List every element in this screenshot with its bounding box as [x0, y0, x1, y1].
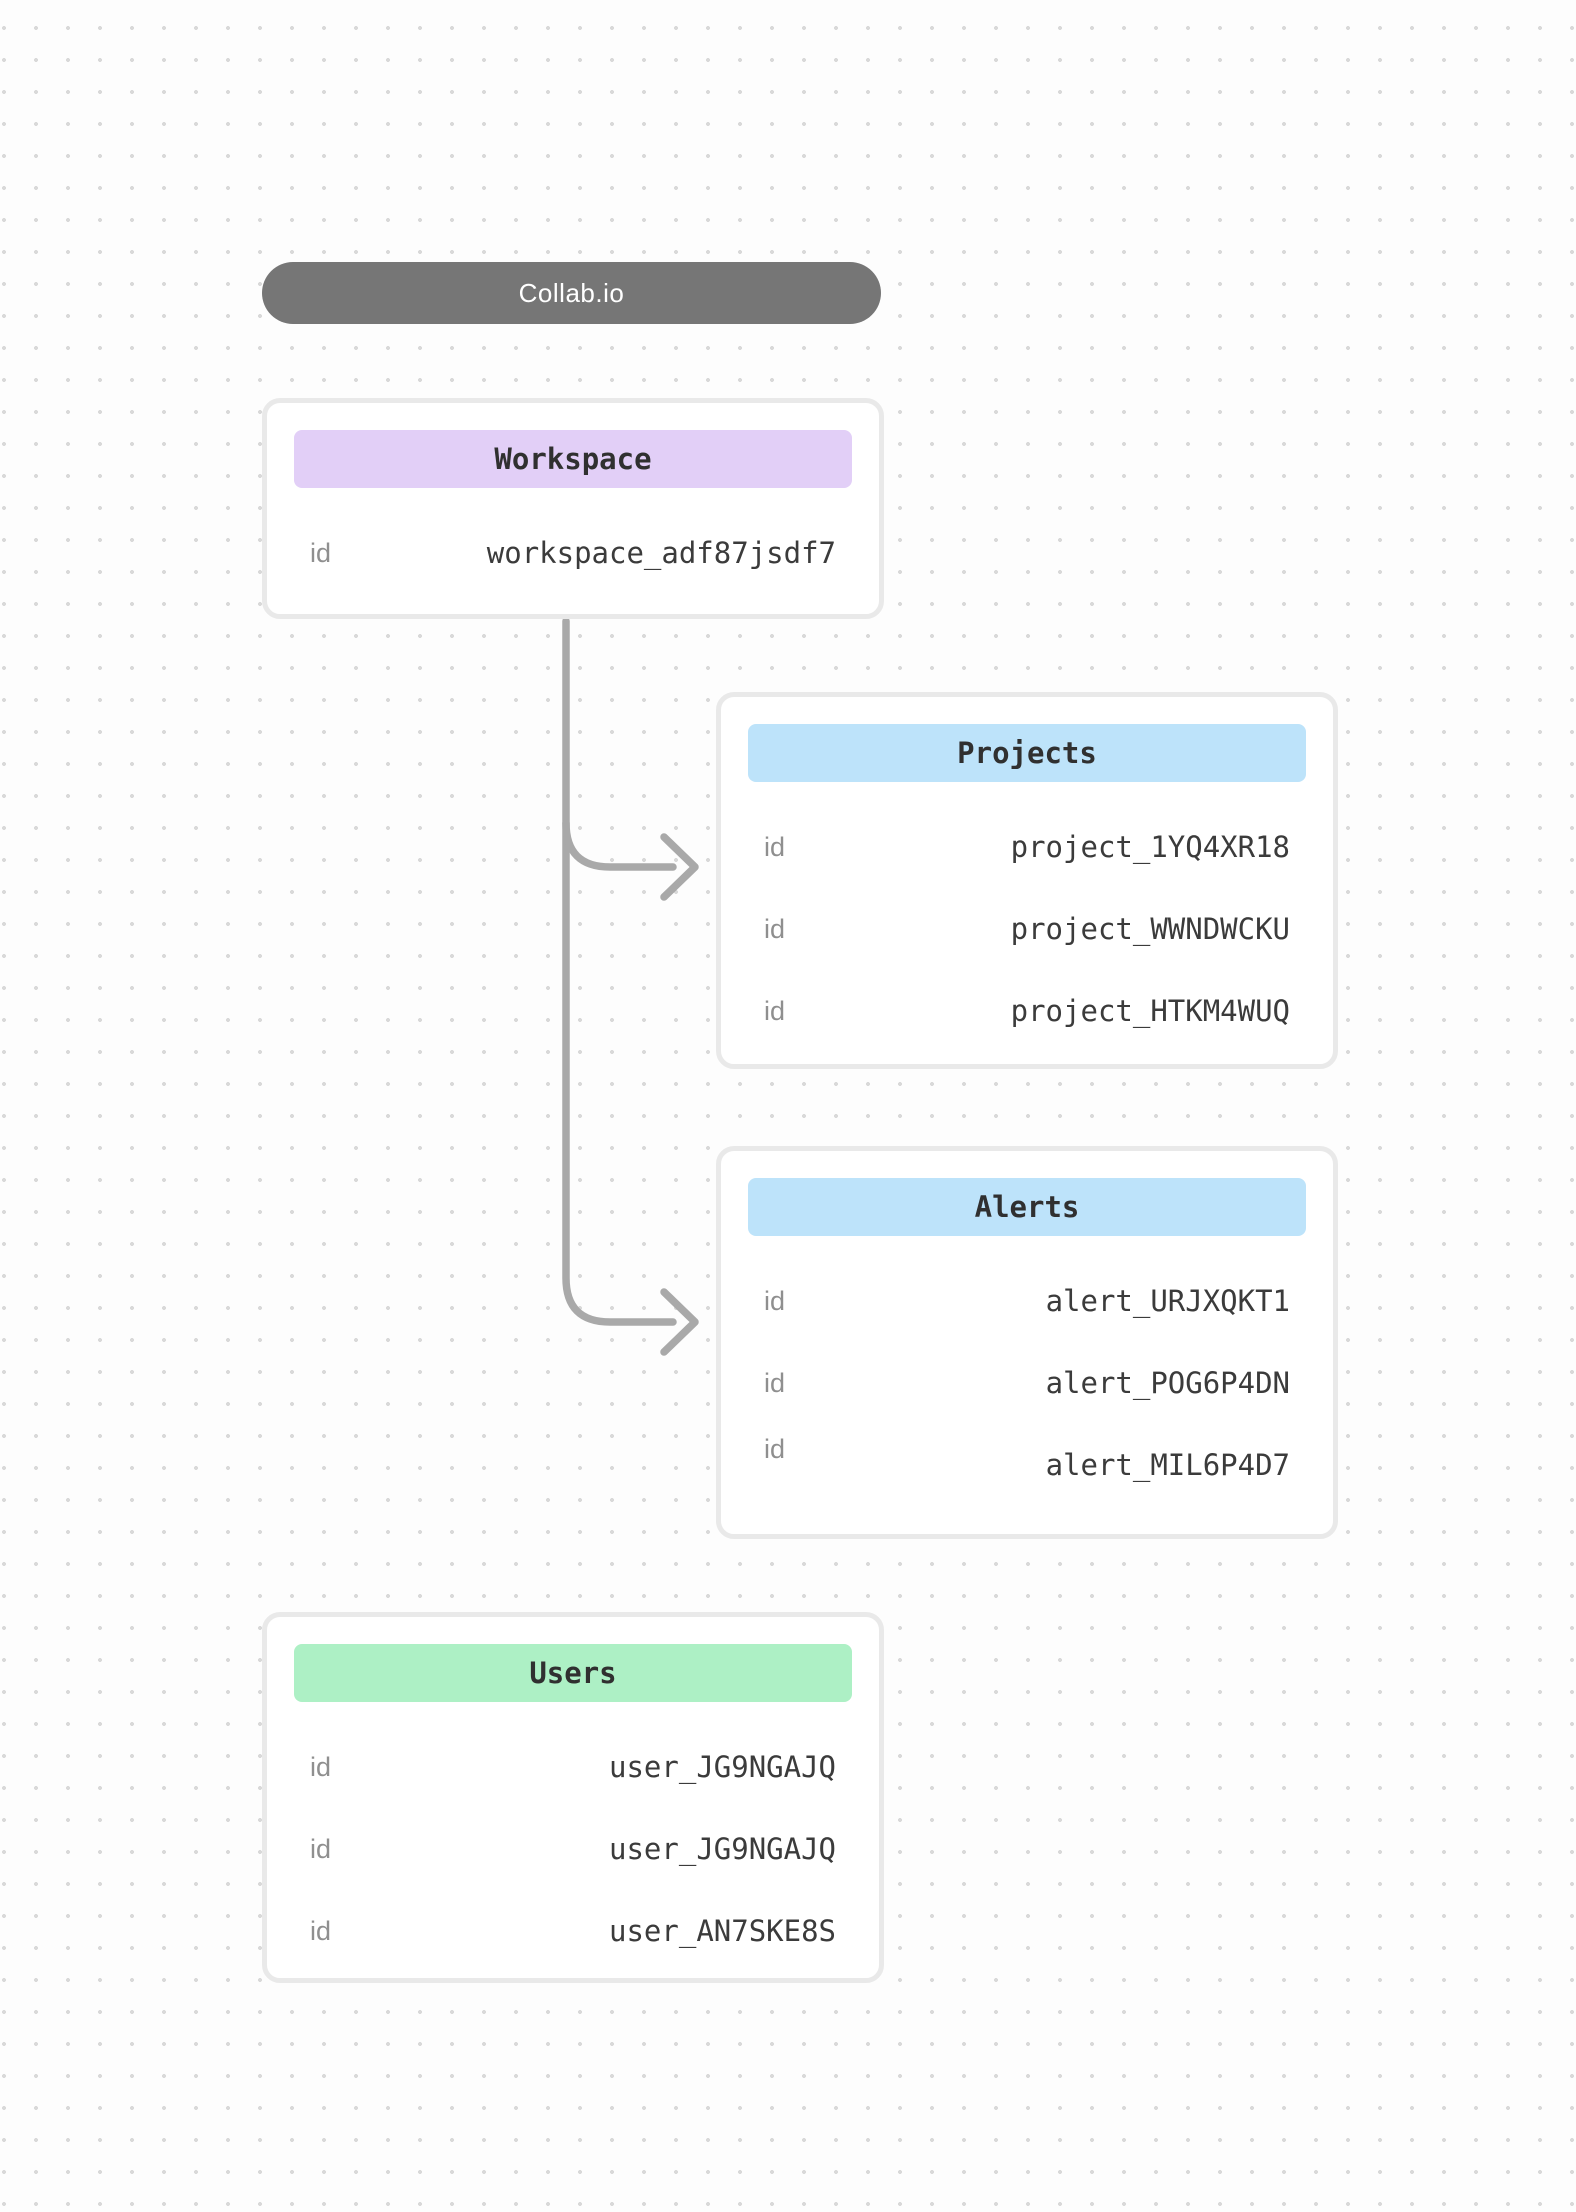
field-row: id workspace_adf87jsdf7 — [267, 512, 879, 594]
app-title: Collab.io — [518, 277, 625, 308]
arrowhead-alerts-icon — [660, 1288, 699, 1356]
entity-header-workspace: Workspace — [294, 430, 852, 488]
arrowhead-projects-icon — [660, 833, 699, 901]
entity-title: Projects — [957, 736, 1097, 770]
entity-header-users: Users — [294, 1644, 852, 1702]
field-row: id alert_MIL6P4D7 — [721, 1424, 1333, 1506]
field-value: alert_MIL6P4D7 — [1045, 1448, 1290, 1482]
field-value: project_HTKM4WUQ — [1010, 994, 1290, 1028]
entity-card-alerts[interactable]: Alerts id alert_URJXQKT1 id alert_POG6P4… — [716, 1146, 1338, 1539]
field-row: id user_JG9NGAJQ — [267, 1808, 879, 1890]
field-rows: id alert_URJXQKT1 id alert_POG6P4DN id a… — [721, 1260, 1333, 1506]
field-label: id — [764, 995, 786, 1026]
field-value: user_JG9NGAJQ — [609, 1750, 836, 1784]
field-rows: id workspace_adf87jsdf7 — [267, 512, 879, 594]
connector-workspace-to-alerts — [562, 617, 677, 1326]
field-value: project_WWNDWCKU — [1010, 912, 1290, 946]
field-label: id — [764, 831, 786, 862]
connector-workspace-to-projects — [562, 819, 677, 871]
entity-card-users[interactable]: Users id user_JG9NGAJQ id user_JG9NGAJQ … — [262, 1612, 884, 1983]
field-row: id project_1YQ4XR18 — [721, 806, 1333, 888]
field-label: id — [310, 1833, 332, 1864]
app-title-pill[interactable]: Collab.io — [262, 262, 881, 324]
field-rows: id user_JG9NGAJQ id user_JG9NGAJQ id use… — [267, 1726, 879, 1972]
field-row: id project_WWNDWCKU — [721, 888, 1333, 970]
field-value: alert_POG6P4DN — [1045, 1366, 1290, 1400]
field-row: id alert_URJXQKT1 — [721, 1260, 1333, 1342]
field-row: id project_HTKM4WUQ — [721, 970, 1333, 1052]
field-label: id — [764, 1367, 786, 1398]
field-row: id user_AN7SKE8S — [267, 1890, 879, 1972]
field-label: id — [310, 1751, 332, 1782]
field-row: id alert_POG6P4DN — [721, 1342, 1333, 1424]
field-value: user_JG9NGAJQ — [609, 1832, 836, 1866]
field-value: user_AN7SKE8S — [609, 1914, 836, 1948]
field-label: id — [764, 1285, 786, 1316]
entity-header-projects: Projects — [748, 724, 1306, 782]
entity-card-projects[interactable]: Projects id project_1YQ4XR18 id project_… — [716, 692, 1338, 1069]
field-label: id — [764, 1433, 786, 1464]
field-label: id — [310, 1915, 332, 1946]
entity-title: Alerts — [974, 1190, 1080, 1224]
entity-header-alerts: Alerts — [748, 1178, 1306, 1236]
field-value: alert_URJXQKT1 — [1045, 1284, 1290, 1318]
entity-title: Workspace — [494, 442, 652, 476]
entity-card-workspace[interactable]: Workspace id workspace_adf87jsdf7 — [262, 398, 884, 619]
field-rows: id project_1YQ4XR18 id project_WWNDWCKU … — [721, 806, 1333, 1052]
workspace-connector-group — [562, 617, 699, 1356]
entity-title: Users — [529, 1656, 617, 1690]
field-row: id user_JG9NGAJQ — [267, 1726, 879, 1808]
field-label: id — [310, 537, 332, 568]
field-value: workspace_adf87jsdf7 — [486, 536, 836, 570]
field-value: project_1YQ4XR18 — [1010, 830, 1290, 864]
field-label: id — [764, 913, 786, 944]
